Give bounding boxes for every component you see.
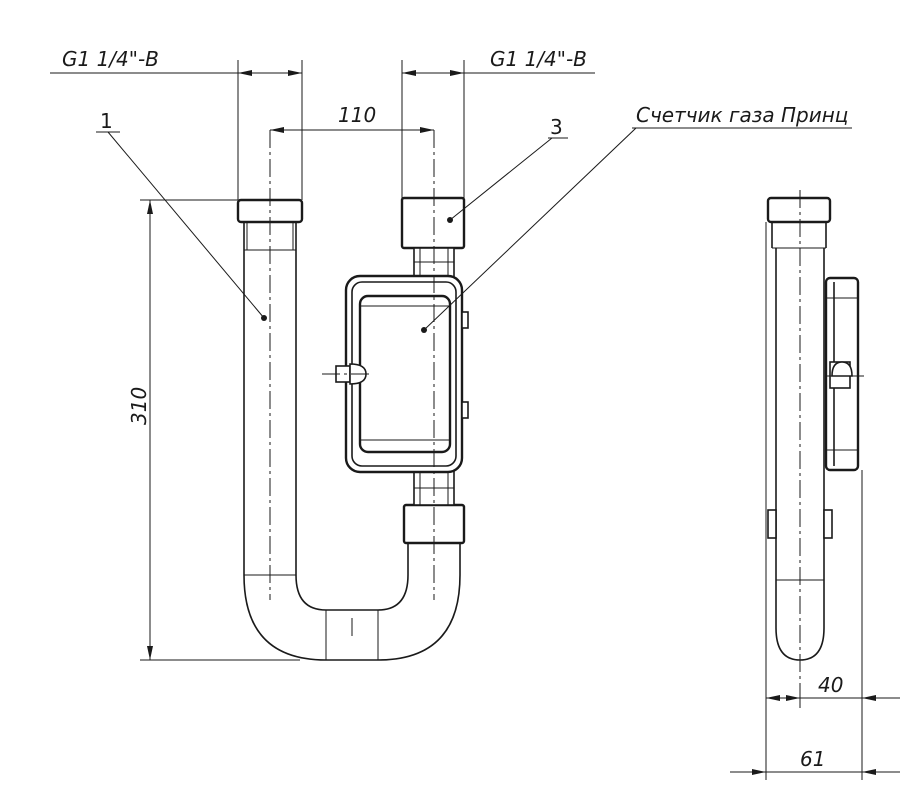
side-view (766, 190, 864, 700)
gas-meter-front (322, 274, 469, 474)
thread-label-right: G1 1/4"-B (490, 47, 587, 71)
u-bend (243, 574, 461, 661)
callout-1: 1 (100, 109, 113, 133)
top-nut (400, 196, 466, 279)
front-dimensions: G1 1/4"-B G1 1/4"-B 110 310 1 3 Счетчик … (50, 47, 852, 661)
callout-meter: Счетчик газа Принц (636, 103, 848, 127)
dim-height-label: 310 (127, 387, 151, 425)
front-view (236, 130, 469, 661)
dim-spacing-label: 110 (338, 103, 376, 127)
upper-nut (400, 196, 466, 250)
meter-knob (322, 363, 372, 385)
side-cap (766, 196, 832, 224)
side-dimensions: 40 61 (730, 222, 900, 780)
dim-depth-61-label: 61 (800, 747, 825, 771)
dim-depth-40-label: 40 (818, 673, 843, 697)
thread-label-left: G1 1/4"-B (62, 47, 159, 71)
side-meter (824, 276, 864, 472)
left-pipe (236, 198, 304, 576)
callout-3: 3 (550, 115, 563, 139)
